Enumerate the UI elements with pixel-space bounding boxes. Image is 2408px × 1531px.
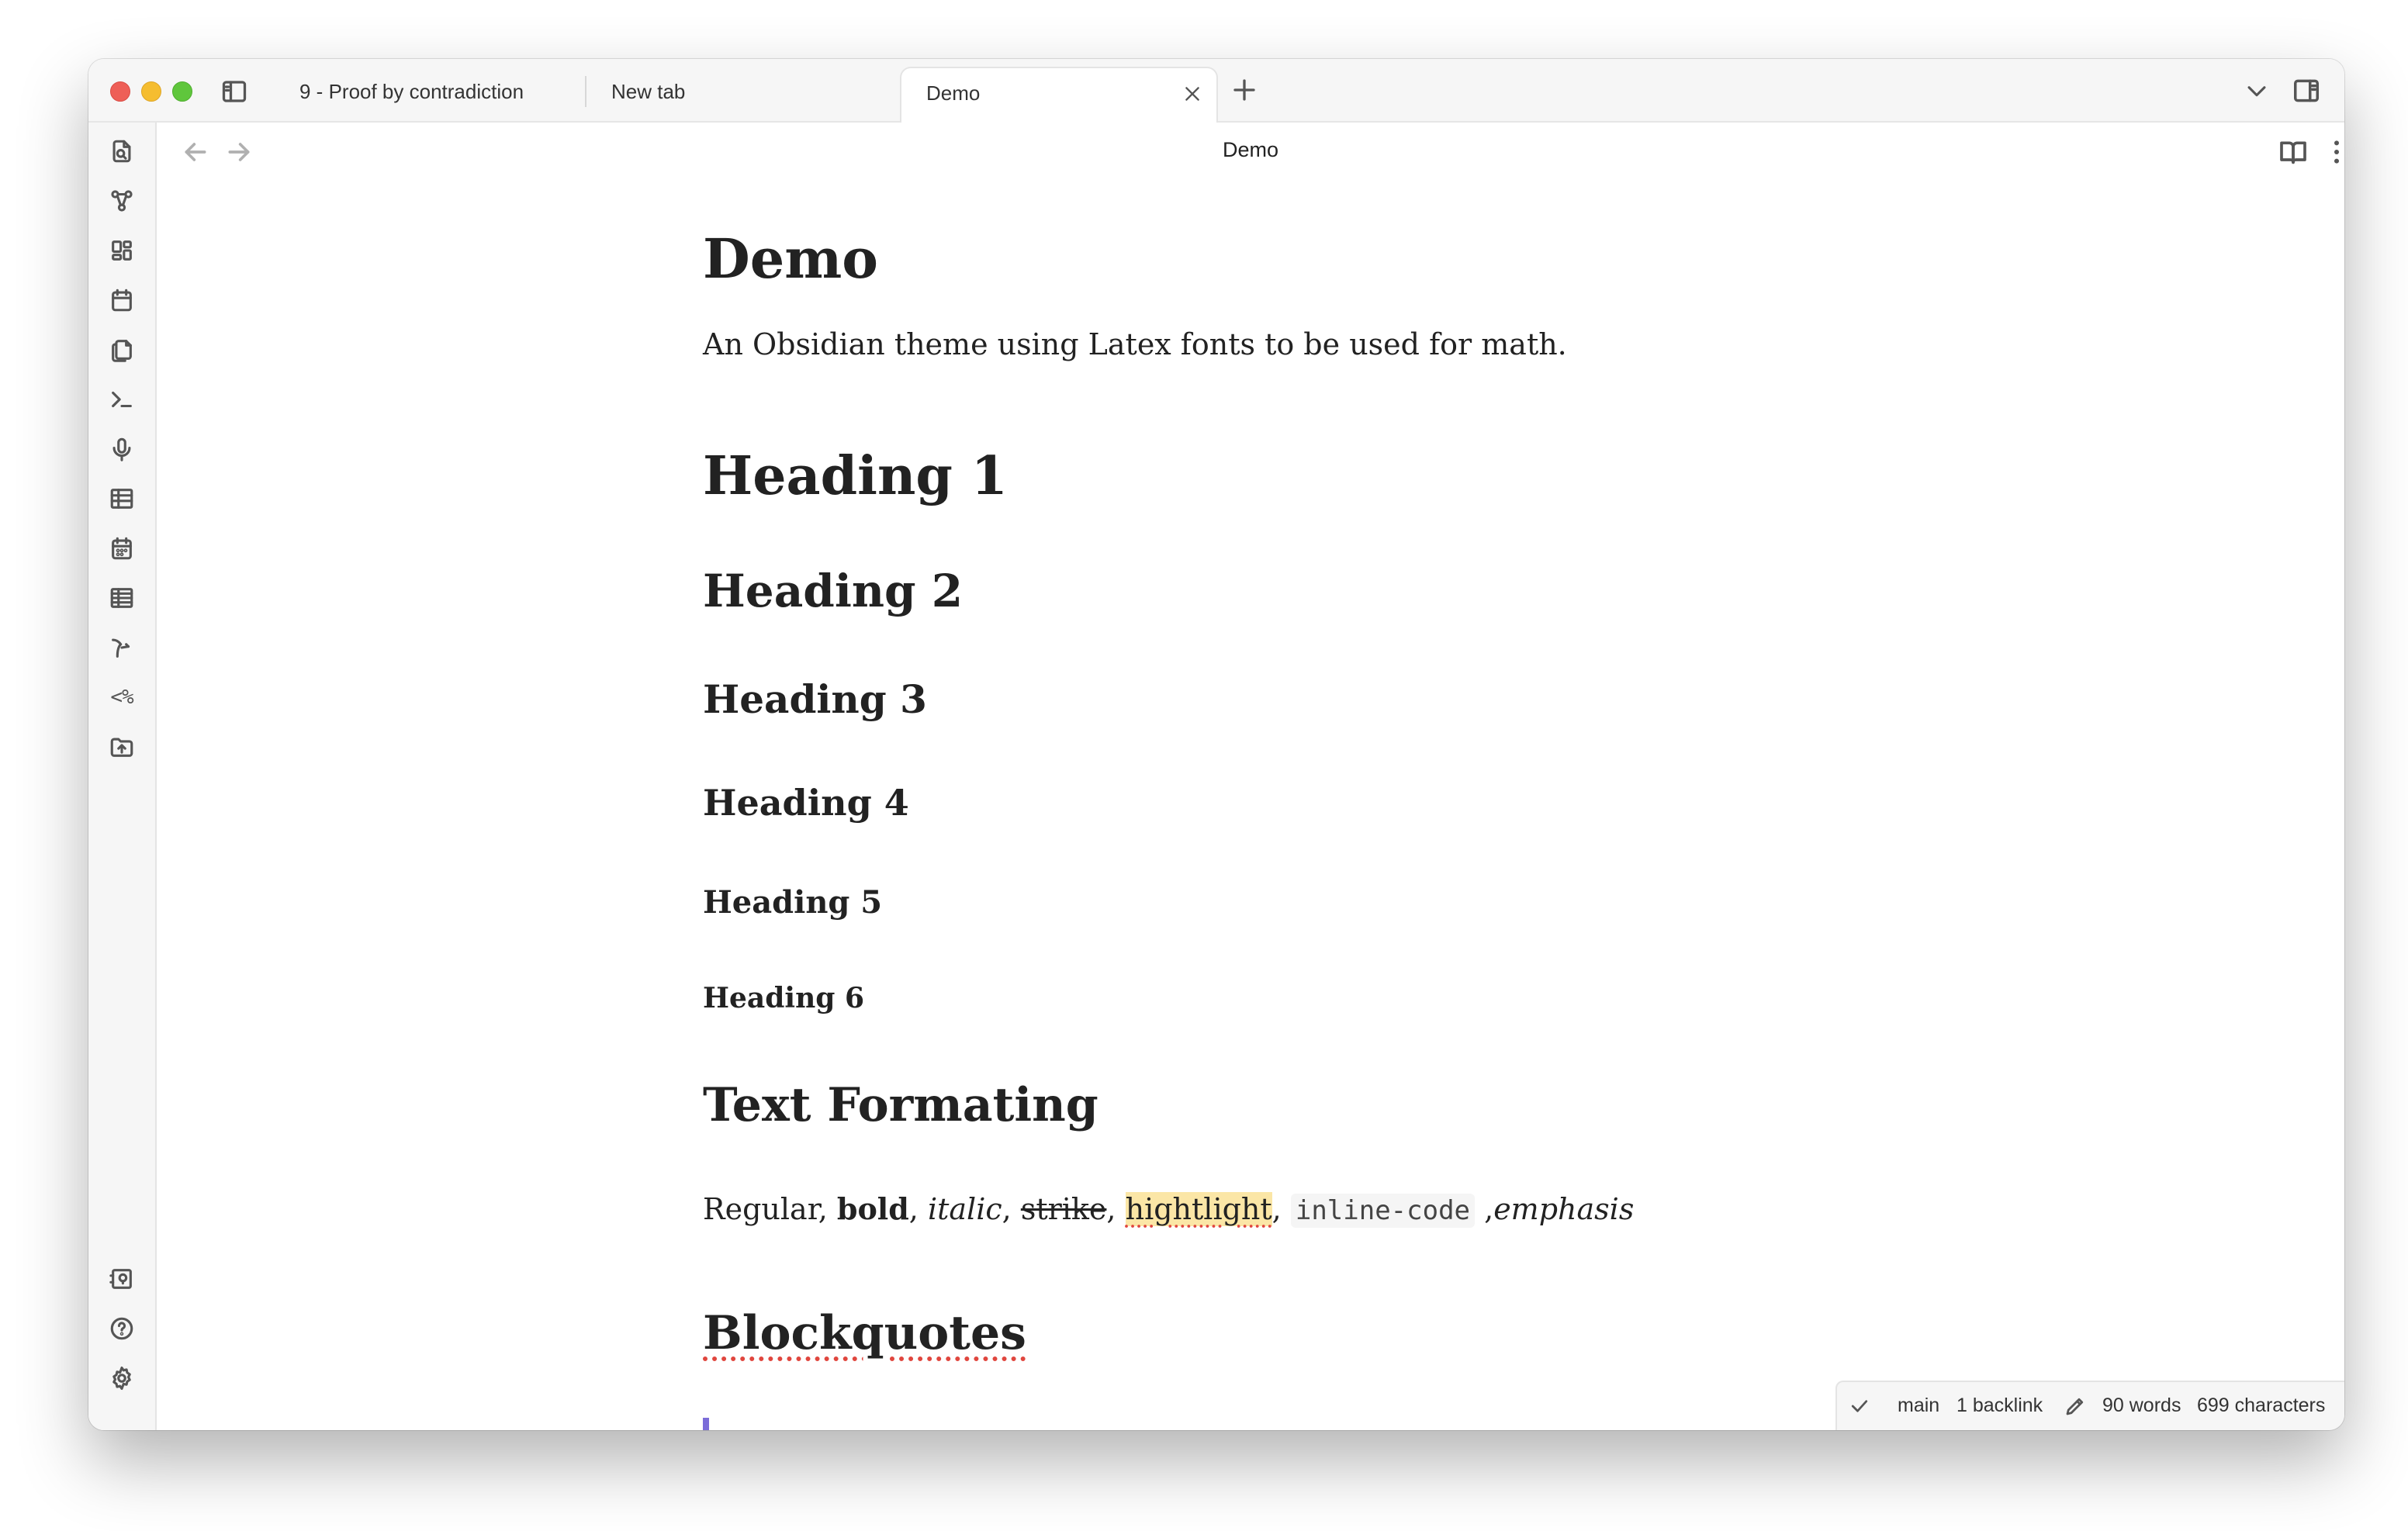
vault-switcher-button[interactable] xyxy=(104,1261,140,1297)
more-options-icon[interactable] xyxy=(2321,137,2344,168)
note-content: Demo An Obsidian theme using Latex fonts… xyxy=(88,59,2344,1430)
regular-text: Regular xyxy=(703,1192,818,1226)
formatting-paragraph[interactable]: Regular, bold, italic, strike, hightligh… xyxy=(703,1191,1635,1228)
open-quick-switcher-icon xyxy=(112,140,131,163)
inline-code: inline-code xyxy=(1290,1194,1476,1228)
upload-folder-button[interactable] xyxy=(104,729,140,765)
heading-6[interactable]: Heading 6 xyxy=(703,982,865,1014)
templates-copy-icon xyxy=(112,340,132,362)
new-tab-icon[interactable] xyxy=(1230,76,1258,104)
emphasis-text: emphasis xyxy=(1493,1192,1635,1226)
help-icon xyxy=(110,1317,133,1340)
vault-switcher-icon xyxy=(109,1269,132,1289)
reading-view-book-icon[interactable] xyxy=(2278,137,2309,168)
text-formatting-heading[interactable]: Text Formating xyxy=(703,1078,1098,1132)
navigate-back-icon[interactable] xyxy=(180,137,211,168)
bold-text: bold xyxy=(836,1191,909,1226)
blockquote-bar xyxy=(703,1418,709,1430)
templates-button[interactable] xyxy=(104,332,140,368)
canvas-icon xyxy=(112,240,132,261)
sync-check-icon[interactable] xyxy=(1848,1394,1871,1418)
calendar-button[interactable] xyxy=(104,530,140,566)
view-header: Demo xyxy=(157,123,2344,181)
close-window-button[interactable] xyxy=(110,81,130,102)
close-tab-icon[interactable] xyxy=(1182,84,1202,104)
left-ribbon: <% xyxy=(88,123,157,1430)
word-count: 90 words xyxy=(2102,1394,2181,1416)
tab-label: New tab xyxy=(611,80,686,103)
toggle-left-sidebar-icon[interactable] xyxy=(220,78,248,105)
spreadsheet-icon xyxy=(110,588,133,608)
daily-note-button[interactable] xyxy=(104,282,140,318)
heading-3[interactable]: Heading 3 xyxy=(703,676,927,722)
templater-button[interactable]: <% xyxy=(104,679,140,715)
graph-view-icon xyxy=(111,190,133,212)
heading-1[interactable]: Heading 1 xyxy=(703,445,1008,507)
highlighted-text: hightlight xyxy=(1125,1192,1272,1226)
tab-demo[interactable]: Demo xyxy=(900,67,1218,123)
tab-bar: 9 - Proof by contradiction New tab Demo xyxy=(88,59,2344,123)
canvas-button[interactable] xyxy=(104,233,140,268)
navigate-forward-icon[interactable] xyxy=(223,137,254,168)
tab-new-tab[interactable]: New tab xyxy=(586,67,897,121)
view-title[interactable]: Demo xyxy=(1222,138,1279,161)
tab-proof-by-contradiction[interactable]: 9 - Proof by contradiction xyxy=(275,67,585,121)
templater-icon: <% xyxy=(110,686,133,709)
backlinks-count[interactable]: 1 backlink xyxy=(1956,1394,2043,1416)
blockquotes-heading[interactable]: Blockquotes xyxy=(703,1306,1026,1360)
table-button[interactable] xyxy=(104,481,140,517)
italic-text: italic xyxy=(927,1192,1002,1226)
open-quick-switcher-button[interactable] xyxy=(104,133,140,169)
toggle-right-sidebar-icon[interactable] xyxy=(2292,76,2321,105)
tab-list-chevron-down-icon[interactable] xyxy=(2244,78,2270,104)
heading-4[interactable]: Heading 4 xyxy=(703,782,909,824)
character-count: 699 characters xyxy=(2197,1394,2326,1416)
edit-pencil-icon[interactable] xyxy=(2064,1394,2087,1418)
minimize-window-button[interactable] xyxy=(141,81,161,102)
sprout-icon xyxy=(112,638,130,658)
tab-separator xyxy=(585,76,586,107)
audio-recorder-button[interactable] xyxy=(104,431,140,467)
table-icon xyxy=(110,489,133,509)
status-bar: main 1 backlink 90 words 699 characters xyxy=(1835,1381,2344,1430)
command-palette-button[interactable] xyxy=(104,382,140,417)
audio-recorder-icon xyxy=(112,437,131,461)
help-button[interactable] xyxy=(104,1311,140,1346)
note-title[interactable]: Demo xyxy=(703,226,878,291)
settings-button[interactable] xyxy=(104,1360,140,1396)
daily-note-calendar-icon xyxy=(112,289,132,312)
heading-5[interactable]: Heading 5 xyxy=(703,884,883,921)
tab-label: Demo xyxy=(926,81,981,105)
settings-gear-icon xyxy=(112,1366,131,1391)
zoom-window-button[interactable] xyxy=(172,81,192,102)
sprout-button[interactable] xyxy=(104,630,140,665)
graph-view-button[interactable] xyxy=(104,183,140,219)
upload-folder-icon xyxy=(110,738,133,757)
intro-paragraph[interactable]: An Obsidian theme using Latex fonts to b… xyxy=(703,327,1567,361)
spreadsheet-button[interactable] xyxy=(104,580,140,616)
calendar-icon xyxy=(112,537,132,560)
strikethrough-text: strike xyxy=(1020,1192,1107,1226)
tab-label: 9 - Proof by contradiction xyxy=(299,80,524,103)
git-branch-status[interactable]: main xyxy=(1898,1394,1940,1416)
obsidian-window: 9 - Proof by contradiction New tab Demo xyxy=(88,59,2344,1430)
heading-2[interactable]: Heading 2 xyxy=(703,565,964,617)
command-palette-icon xyxy=(112,391,132,408)
